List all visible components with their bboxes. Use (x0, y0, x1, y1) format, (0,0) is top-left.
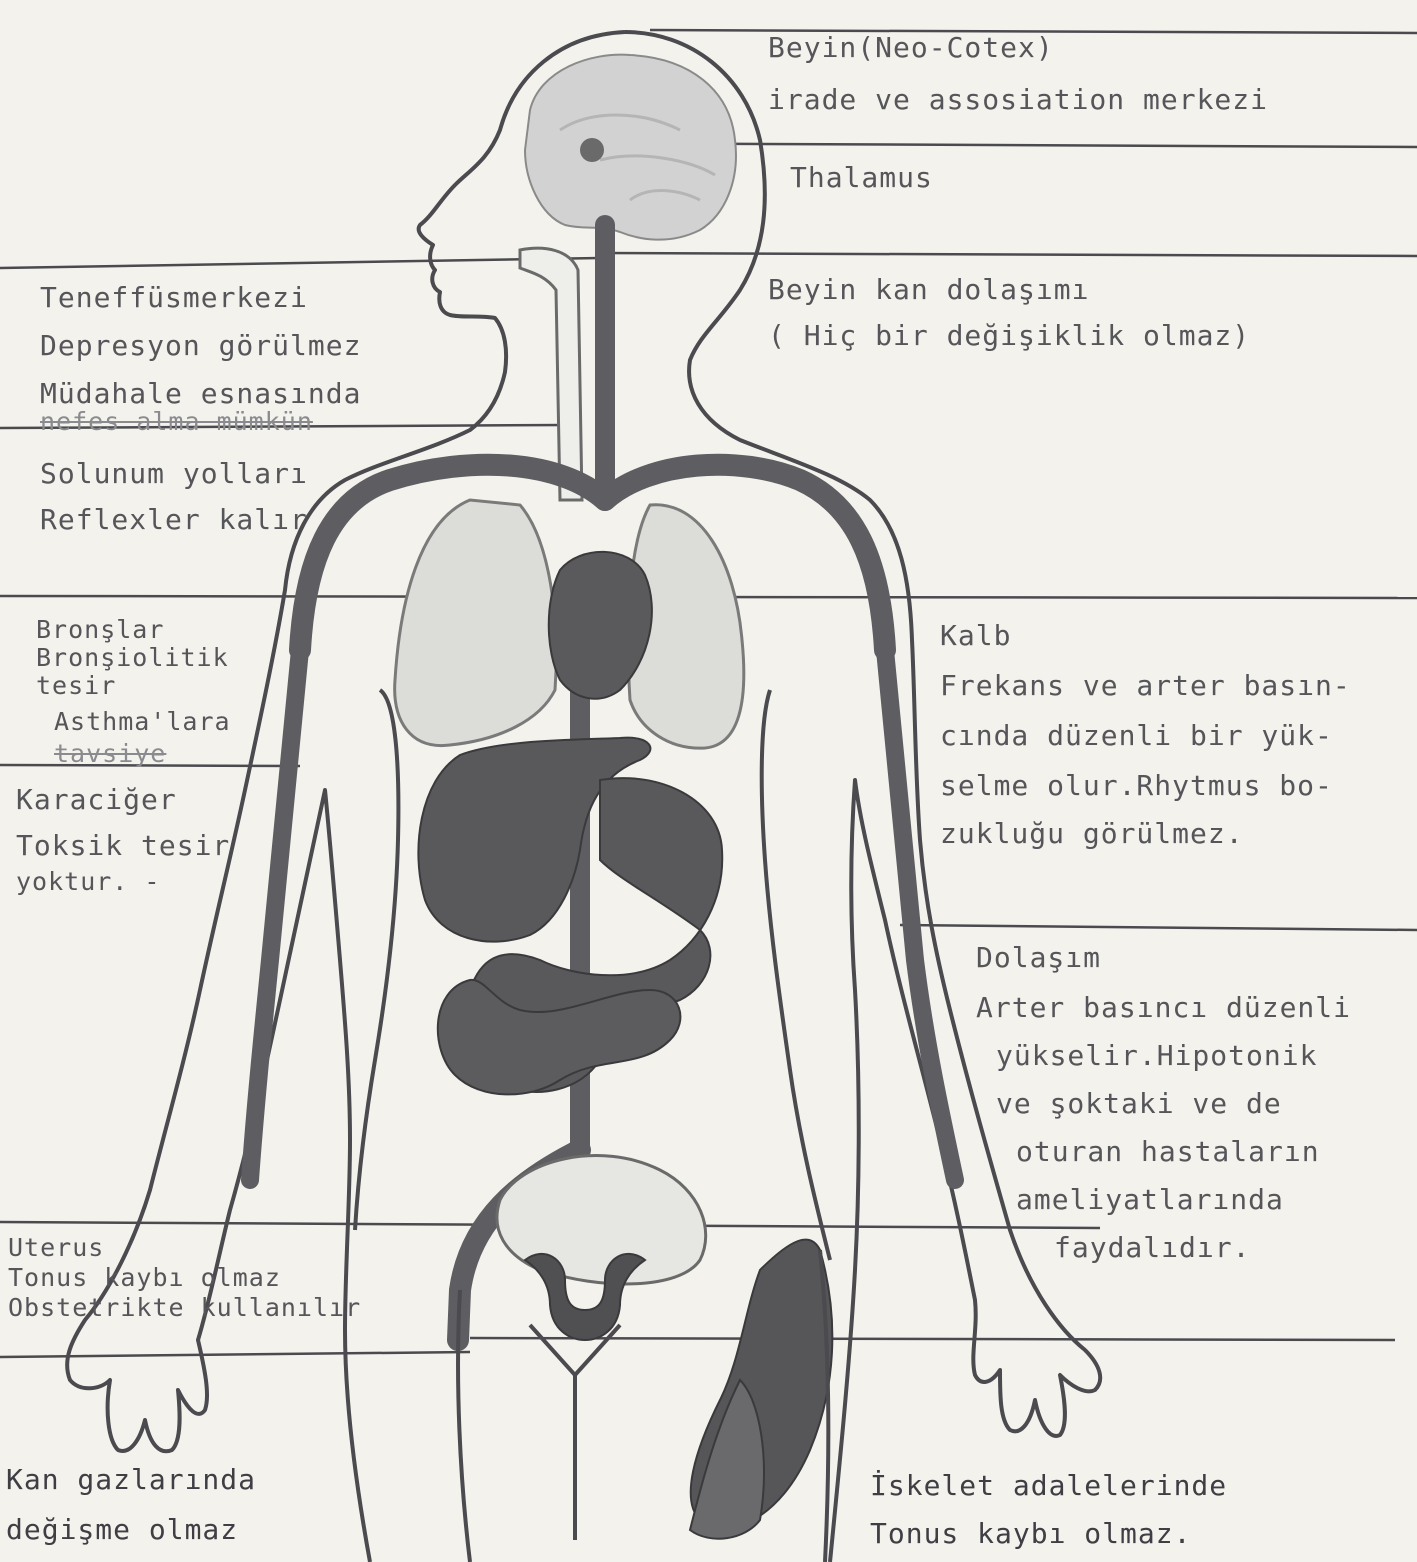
thalamus-marker (580, 138, 604, 162)
circulation-label: Dolaşım (976, 934, 1101, 982)
heart-desc: cında düzenli bir yük- (940, 712, 1333, 760)
brain (525, 55, 736, 240)
airways-desc: Reflexler kalır (40, 496, 308, 544)
arm-inner-contour (762, 690, 830, 1260)
heart-label: Kalb (940, 612, 1011, 660)
respiratory-center-desc: Depresyon görülmez (40, 322, 361, 370)
brain-label: Beyin(Neo-Cotex) (768, 24, 1054, 72)
brain-desc: irade ve assosiation merkezi (768, 76, 1268, 124)
heart-desc: selme olur.Rhytmus bo- (940, 762, 1333, 810)
circulation-desc: yükselir.Hipotonik (996, 1032, 1317, 1080)
bronchi-desc: tesir (36, 670, 116, 702)
uterus-desc: Tonus kaybı olmaz (8, 1262, 281, 1294)
respiratory-center-label: Teneffüsmerkezi (40, 274, 308, 322)
airways-label: Solunum yolları (40, 450, 308, 498)
arm-inner-contour (355, 690, 398, 1230)
heart-desc: zukluğu görülmez. (940, 810, 1244, 858)
cerebral-circulation-label: Beyin kan dolaşımı (768, 266, 1089, 314)
blood-gases-desc: değişme olmaz (6, 1506, 238, 1554)
liver-desc: yoktur. - (16, 866, 160, 898)
circulation-desc: faydalıdır. (1054, 1224, 1250, 1272)
thalamus-label: Thalamus (790, 154, 933, 202)
pelvis (497, 1156, 706, 1284)
bronchi-desc: Asthma'lara (54, 706, 231, 738)
liver-desc: Toksik tesir (16, 822, 230, 870)
respiratory-center-desc: nefes alma mümkün (40, 406, 313, 438)
divider-line (0, 258, 600, 268)
circulation-desc: ameliyatlarında (1016, 1176, 1284, 1224)
skeletal-muscles-label: İskelet adalelerinde (870, 1462, 1227, 1510)
heart-desc: Frekans ve arter basın- (940, 662, 1351, 710)
blood-gases-label: Kan gazlarında (6, 1456, 256, 1504)
skeletal-muscles-desc: Tonus kaybı olmaz. (870, 1510, 1191, 1558)
uterus-label: Uterus (8, 1232, 104, 1264)
divider-line (600, 253, 1417, 256)
vagina-outline (530, 1325, 620, 1540)
circulation-desc: ve şoktaki ve de (996, 1080, 1282, 1128)
uterus-desc: Obstetrikte kullanılır (8, 1292, 361, 1324)
divider-line (900, 925, 1417, 930)
bronchi-desc: tavsiye (54, 738, 166, 770)
circulation-desc: oturan hastaların (1016, 1128, 1320, 1176)
liver-label: Karaciğer (16, 776, 177, 824)
circulation-desc: Arter basıncı düzenli (976, 984, 1351, 1032)
left-lung (395, 500, 557, 746)
cerebral-circulation-desc: ( Hiç bir değişiklik olmaz) (768, 312, 1250, 360)
